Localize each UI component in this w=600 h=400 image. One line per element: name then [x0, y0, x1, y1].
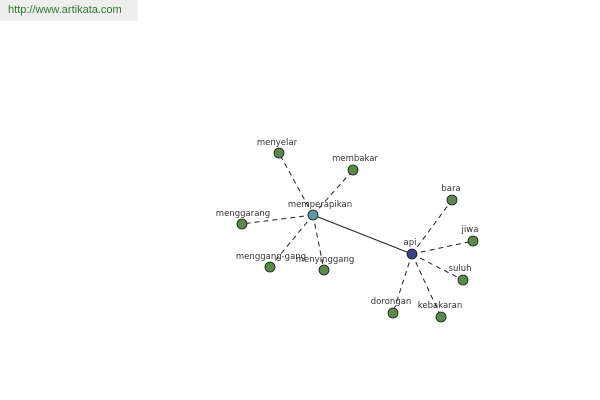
- node-label-membakar: membakar: [332, 154, 378, 164]
- node-menggarang[interactable]: menggarang: [216, 209, 270, 230]
- node-label-kebakaran: kebakaran: [418, 301, 463, 311]
- node-api[interactable]: api: [404, 238, 418, 260]
- node-label-menggang-gang: menggang-gang: [236, 252, 306, 262]
- node-kebakaran[interactable]: kebakaran: [418, 301, 463, 323]
- node-circle-memperapikan[interactable]: [307, 209, 319, 221]
- node-membakar[interactable]: membakar: [332, 154, 378, 176]
- node-circle-bara[interactable]: [446, 194, 458, 206]
- edge-memperapikan-membakar: [312, 169, 354, 216]
- node-label-menyinggang: menyinggang: [296, 255, 354, 265]
- node-jiwa[interactable]: jiwa: [461, 225, 479, 247]
- node-dorongan[interactable]: dorongan: [371, 297, 411, 319]
- node-menyelar[interactable]: menyelar: [257, 138, 298, 159]
- node-memperapikan[interactable]: memperapikan: [288, 200, 352, 221]
- node-circle-suluh[interactable]: [457, 274, 469, 286]
- node-circle-menggang-gang[interactable]: [264, 261, 276, 273]
- node-label-menyelar: menyelar: [257, 138, 298, 148]
- edge-api-jiwa: [411, 240, 474, 255]
- edges-layer: [241, 152, 474, 318]
- node-label-api: api: [404, 238, 417, 248]
- node-circle-api[interactable]: [406, 248, 418, 260]
- edge-api-suluh: [411, 253, 464, 281]
- node-circle-menyelar[interactable]: [273, 147, 285, 159]
- node-label-dorongan: dorongan: [371, 297, 411, 307]
- node-menggang-gang[interactable]: menggang-gang: [236, 252, 306, 273]
- edge-api-kebakaran: [411, 253, 442, 318]
- edge-api-bara: [411, 199, 453, 255]
- edge-memperapikan-menyinggang: [312, 214, 325, 271]
- edge-memperapikan-menyelar: [278, 152, 314, 216]
- node-circle-kebakaran[interactable]: [435, 311, 447, 323]
- node-circle-membakar[interactable]: [347, 164, 359, 176]
- node-label-memperapikan: memperapikan: [288, 200, 352, 210]
- url-text[interactable]: http://www.artikata.com: [0, 0, 138, 21]
- edge-memperapikan-menggarang: [241, 214, 314, 225]
- node-menyinggang[interactable]: menyinggang: [296, 255, 354, 276]
- nodes-layer: memperapikan api menyelar membakar menggaran…: [216, 138, 479, 323]
- node-bara[interactable]: bara: [441, 184, 461, 206]
- node-circle-menggarang[interactable]: [236, 218, 248, 230]
- edge-memperapikan-api: [312, 214, 413, 255]
- node-label-bara: bara: [441, 184, 460, 194]
- node-label-menggarang: menggarang: [216, 209, 270, 219]
- node-suluh[interactable]: suluh: [449, 264, 472, 286]
- edge-memperapikan-menggang-gang: [269, 214, 314, 268]
- node-label-suluh: suluh: [449, 264, 472, 274]
- node-circle-dorongan[interactable]: [387, 307, 399, 319]
- node-label-jiwa: jiwa: [461, 225, 479, 235]
- edge-api-dorongan: [392, 253, 413, 314]
- node-circle-jiwa[interactable]: [467, 235, 479, 247]
- node-circle-menyinggang[interactable]: [318, 264, 330, 276]
